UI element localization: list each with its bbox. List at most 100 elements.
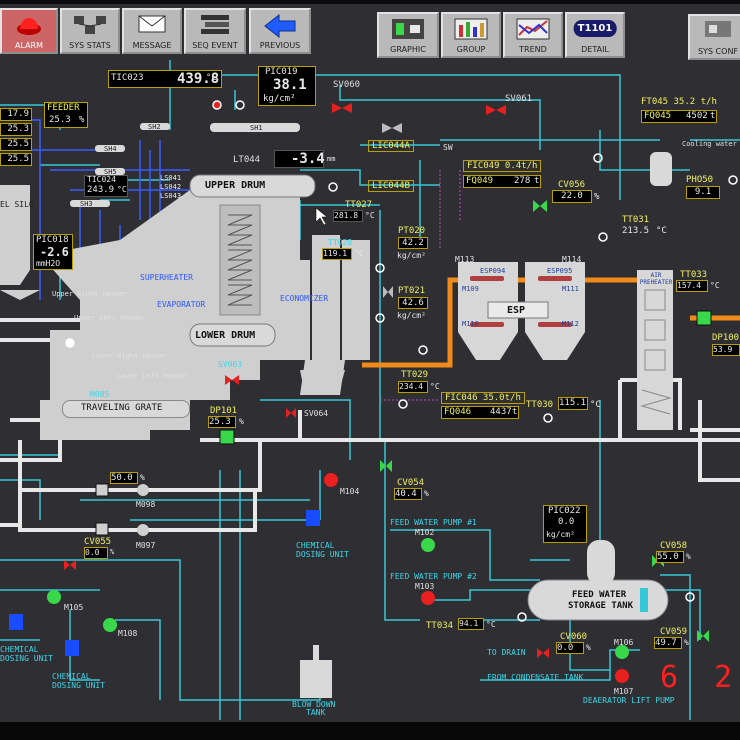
tt033-value: 157.4	[676, 280, 708, 292]
sys-conf-label: SYS CONF	[697, 47, 739, 56]
cv054-unit: %	[424, 489, 429, 498]
pic018-box[interactable]: PIC018 -2.6 mmH2O	[33, 234, 73, 270]
pic019-value: 38.1	[273, 77, 307, 93]
m109-tag: M109	[462, 285, 479, 293]
previous-button[interactable]: PREVIOUS	[249, 8, 311, 54]
pic022-value: 0.0	[558, 517, 575, 527]
sys-conf-button[interactable]: SYS CONF	[688, 14, 740, 60]
alarm-light-icon	[14, 13, 44, 39]
ls043-tag: LS043	[160, 192, 182, 200]
pt020-value: 42.2	[398, 237, 428, 249]
cv056-unit: %	[594, 192, 600, 202]
to-drain-label: TO DRAIN	[487, 648, 526, 657]
list-icon	[197, 13, 233, 39]
tt030-value: 115.1	[558, 397, 588, 410]
group-label: GROUP	[456, 45, 486, 54]
tt027-value: 281.8	[333, 210, 363, 222]
sys-stats-label: SYS STATS	[69, 41, 111, 50]
fic046-tag[interactable]: FIC046 35.0t/h	[441, 392, 525, 404]
traveling-grate-label: TRAVELING GRATE	[81, 403, 163, 413]
cv055-tag: CV055	[84, 537, 112, 547]
detail-tag-icon: T1101	[573, 20, 617, 37]
left-value-1: 17.9	[0, 108, 32, 121]
alarm-button[interactable]: ALARM	[0, 8, 58, 54]
tic024-unit: °C	[117, 185, 127, 194]
lt044-box[interactable]: -3.4	[274, 150, 325, 168]
fq045-value: 4502	[686, 111, 708, 121]
upper-right-header-label: Upper Right Header	[52, 290, 128, 298]
tt034-unit: °C	[486, 620, 496, 629]
fq045-box[interactable]: FQ045 4502 t	[641, 110, 717, 123]
dosing-unit-label-1: DOSING UNIT	[0, 654, 53, 663]
tt030-tag: TT030	[526, 400, 554, 410]
pic022-tag: PIC022	[548, 506, 581, 516]
pic019-box[interactable]: PIC019 38.1 kg/cm²	[258, 66, 316, 106]
m111-tag: M111	[562, 285, 579, 293]
fq046-box[interactable]: FQ046 4437 t	[441, 406, 519, 419]
pic022-box[interactable]: PIC022 0.0 kg/cm²	[543, 505, 587, 543]
feeder-unit: %	[79, 115, 85, 125]
tt033-unit: °C	[710, 281, 720, 290]
ls042-tag: LS042	[160, 183, 182, 191]
m107-tag: M107	[614, 687, 634, 696]
detail-button[interactable]: T1101 DETAIL	[565, 12, 625, 58]
tt029-unit: °C	[430, 382, 440, 391]
tic024-value: 243.9	[87, 185, 115, 195]
m106-tag: M106	[614, 638, 634, 647]
upper-drum-label: UPPER DRUM	[205, 180, 266, 191]
feeder-box[interactable]: FEEDER 25.3 %	[44, 102, 88, 128]
tt034-tag: TT034	[426, 621, 454, 631]
network-icon	[72, 13, 108, 39]
left-value-2: 25.3	[0, 123, 32, 136]
cv060-unit: %	[586, 643, 591, 652]
m097-tag: M097	[136, 541, 156, 550]
bar-group-icon	[453, 17, 489, 43]
tt028-unit: °C	[354, 249, 364, 258]
cv054-tag: CV054	[397, 478, 425, 488]
m108-tag: M108	[118, 629, 138, 638]
ft045-tag: FT045 35.2 t/h	[641, 97, 717, 107]
pt021-tag: PT021	[398, 286, 426, 296]
dp100-tag: DP100	[712, 333, 740, 343]
sv063-tag: SV063	[218, 360, 243, 369]
graphic-button[interactable]: GRAPHIC	[377, 12, 439, 58]
tic023-box[interactable]: TIC023 439.8	[108, 70, 222, 88]
seq-event-button[interactable]: SEQ EVENT	[184, 8, 246, 54]
from-condensate-label: FROM CONDENSATE TANK	[487, 673, 584, 682]
m085-unit: %	[140, 473, 145, 482]
pt020-tag: PT020	[398, 226, 426, 236]
blow-down-label: BLOW DOWN	[292, 700, 336, 709]
lic044a-tag[interactable]: LIC044A	[368, 140, 414, 152]
chemical-label-2: CHEMICAL	[52, 672, 91, 681]
air-preheater-label: AIR PREHEATER	[639, 272, 673, 286]
fq049-box[interactable]: FQ049 278 t	[463, 175, 541, 188]
fic049-tag[interactable]: FIC049 0.4t/h	[463, 160, 542, 172]
dp100-value: 53.9	[712, 344, 740, 356]
sv061-tag: SV061	[505, 94, 533, 104]
m113-tag: M113	[455, 255, 475, 264]
pic019-unit: kg/cm²	[263, 94, 296, 104]
cv055-unit: %	[110, 548, 115, 556]
lt044-unit: mm	[327, 155, 336, 163]
m104-tag: M104	[340, 487, 360, 496]
traveling-grate[interactable]: TRAVELING GRATE	[62, 400, 190, 418]
tt033-tag: TT033	[680, 270, 708, 280]
fq046-unit: t	[512, 407, 518, 417]
sys-stats-button[interactable]: SYS STATS	[60, 8, 120, 54]
tt028-value: 119.1	[322, 248, 352, 260]
deaerator-pump-label: DEAERATOR LIFT PUMP	[583, 696, 675, 705]
cv058-value: 55.0	[656, 551, 684, 563]
envelope-icon	[137, 13, 167, 37]
message-button[interactable]: MESSAGE	[122, 8, 182, 54]
trend-button[interactable]: TREND	[503, 12, 563, 58]
lic044b-tag[interactable]: LIC044B	[368, 180, 414, 192]
fq045-unit: t	[710, 111, 716, 121]
cv054-value: 40.4	[394, 488, 422, 500]
tic023-unit: °C	[206, 73, 217, 83]
tic024-box[interactable]: TIC024 243.9 °C	[84, 175, 128, 197]
detail-label: DETAIL	[581, 45, 609, 54]
fq045-tag: FQ045	[644, 111, 672, 121]
group-button[interactable]: GROUP	[441, 12, 501, 58]
sh4-tag: SH4	[104, 145, 117, 153]
